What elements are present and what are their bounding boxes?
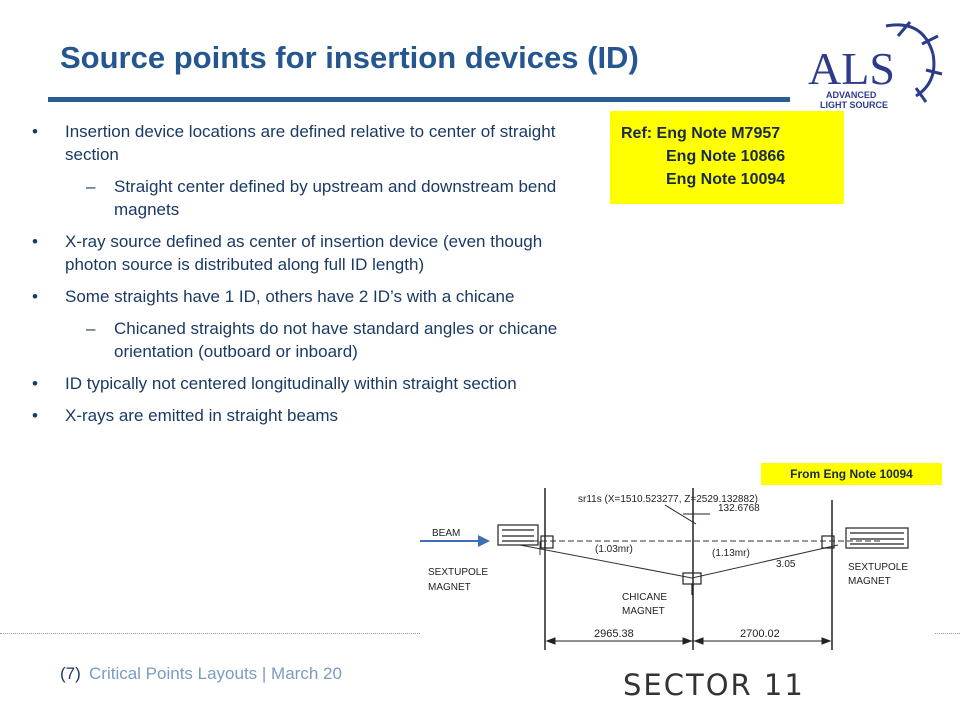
footer-text: Critical Points Layouts | March 20 xyxy=(89,664,342,683)
angle-left-label: (1.03mr) xyxy=(595,544,633,555)
bullet-marker: • xyxy=(32,287,38,306)
bullet-text: X-rays are emitted in straight beams xyxy=(65,406,339,425)
footer-divider xyxy=(0,633,420,634)
dimension-left-label: 2965.38 xyxy=(594,628,634,640)
logo-letters: ALS xyxy=(808,43,895,94)
sextupole-right-label: SEXTUPOLE xyxy=(848,562,908,573)
angle-right-label: (1.13mr) xyxy=(712,548,750,559)
reference-box: Ref: Eng Note M7957 Eng Note 10866 Eng N… xyxy=(610,111,844,204)
sub-bullet-item: – Straight center defined by upstream an… xyxy=(30,175,575,221)
sector-diagram: sr11s (X=1510.523277, Z=2529.132882) 132… xyxy=(420,488,909,650)
dimension-right-label: 2700.02 xyxy=(740,628,780,640)
footer-divider xyxy=(935,633,960,634)
chicane-label: CHICANE xyxy=(622,592,667,603)
sector-label: SECTOR 11 xyxy=(623,668,805,702)
coordinate-label: sr11s (X=1510.523277, Z=2529.132882) xyxy=(578,494,758,505)
sub-bullet-marker: – xyxy=(86,319,96,338)
top-dimension xyxy=(664,504,710,525)
sextupole-right-label: MAGNET xyxy=(848,576,891,587)
bullet-item: • X-ray source defined as center of inse… xyxy=(30,230,575,276)
bullet-marker: • xyxy=(32,122,38,141)
beam-arrow-icon xyxy=(420,535,490,547)
reference-line: Ref: Eng Note M7957 xyxy=(621,125,781,142)
chicane-label: MAGNET xyxy=(622,606,665,617)
reference-line: Eng Note 10094 xyxy=(666,171,786,188)
slide-title: Source points for insertion devices (ID) xyxy=(60,40,639,75)
reference-line: Eng Note 10866 xyxy=(666,148,786,165)
bullet-text: ID typically not centered longitudinally… xyxy=(65,374,517,393)
bullet-item: • Insertion device locations are defined… xyxy=(30,120,575,166)
bullet-text: X-ray source defined as center of insert… xyxy=(65,232,543,274)
als-logo: ALS ADVANCED LIGHT SOURCE xyxy=(808,21,943,110)
sub-bullet-marker: – xyxy=(86,177,96,196)
offset-label: 3.05 xyxy=(776,559,796,570)
bullet-item: • Some straights have 1 ID, others have … xyxy=(30,285,575,308)
bullet-item: • X-rays are emitted in straight beams xyxy=(30,404,575,427)
title-rule xyxy=(48,97,790,102)
chicane-magnet xyxy=(682,572,702,595)
sub-bullet-text: Straight center defined by upstream and … xyxy=(114,177,557,219)
right-sextupole-magnet xyxy=(821,527,909,549)
bullet-list: • Insertion device locations are defined… xyxy=(30,120,575,436)
source-note-box: From Eng Note 10094 xyxy=(761,463,942,485)
page-number: (7) xyxy=(60,664,81,683)
sextupole-left-label: SEXTUPOLE xyxy=(428,567,488,578)
sub-bullet-text: Chicaned straights do not have standard … xyxy=(114,319,558,361)
left-sextupole-magnet xyxy=(497,524,554,549)
reference-lines xyxy=(544,488,833,650)
bullet-item: • ID typically not centered longitudinal… xyxy=(30,372,575,395)
logo-line2: LIGHT SOURCE xyxy=(820,100,888,110)
beam-path xyxy=(505,540,880,579)
sub-bullet-item: – Chicaned straights do not have standar… xyxy=(30,317,575,363)
logo-swirl-icon xyxy=(885,21,943,103)
beam-label: BEAM xyxy=(432,528,460,539)
bullet-text: Some straights have 1 ID, others have 2 … xyxy=(65,287,515,306)
bullet-marker: • xyxy=(32,406,38,425)
top-dimension-label: 132.6768 xyxy=(718,503,760,514)
bullet-marker: • xyxy=(32,232,38,251)
bottom-dimension xyxy=(545,637,832,645)
bullet-text: Insertion device locations are defined r… xyxy=(65,122,556,164)
bullet-marker: • xyxy=(32,374,38,393)
logo-line1: ADVANCED xyxy=(826,90,877,100)
sextupole-left-label: MAGNET xyxy=(428,582,471,593)
